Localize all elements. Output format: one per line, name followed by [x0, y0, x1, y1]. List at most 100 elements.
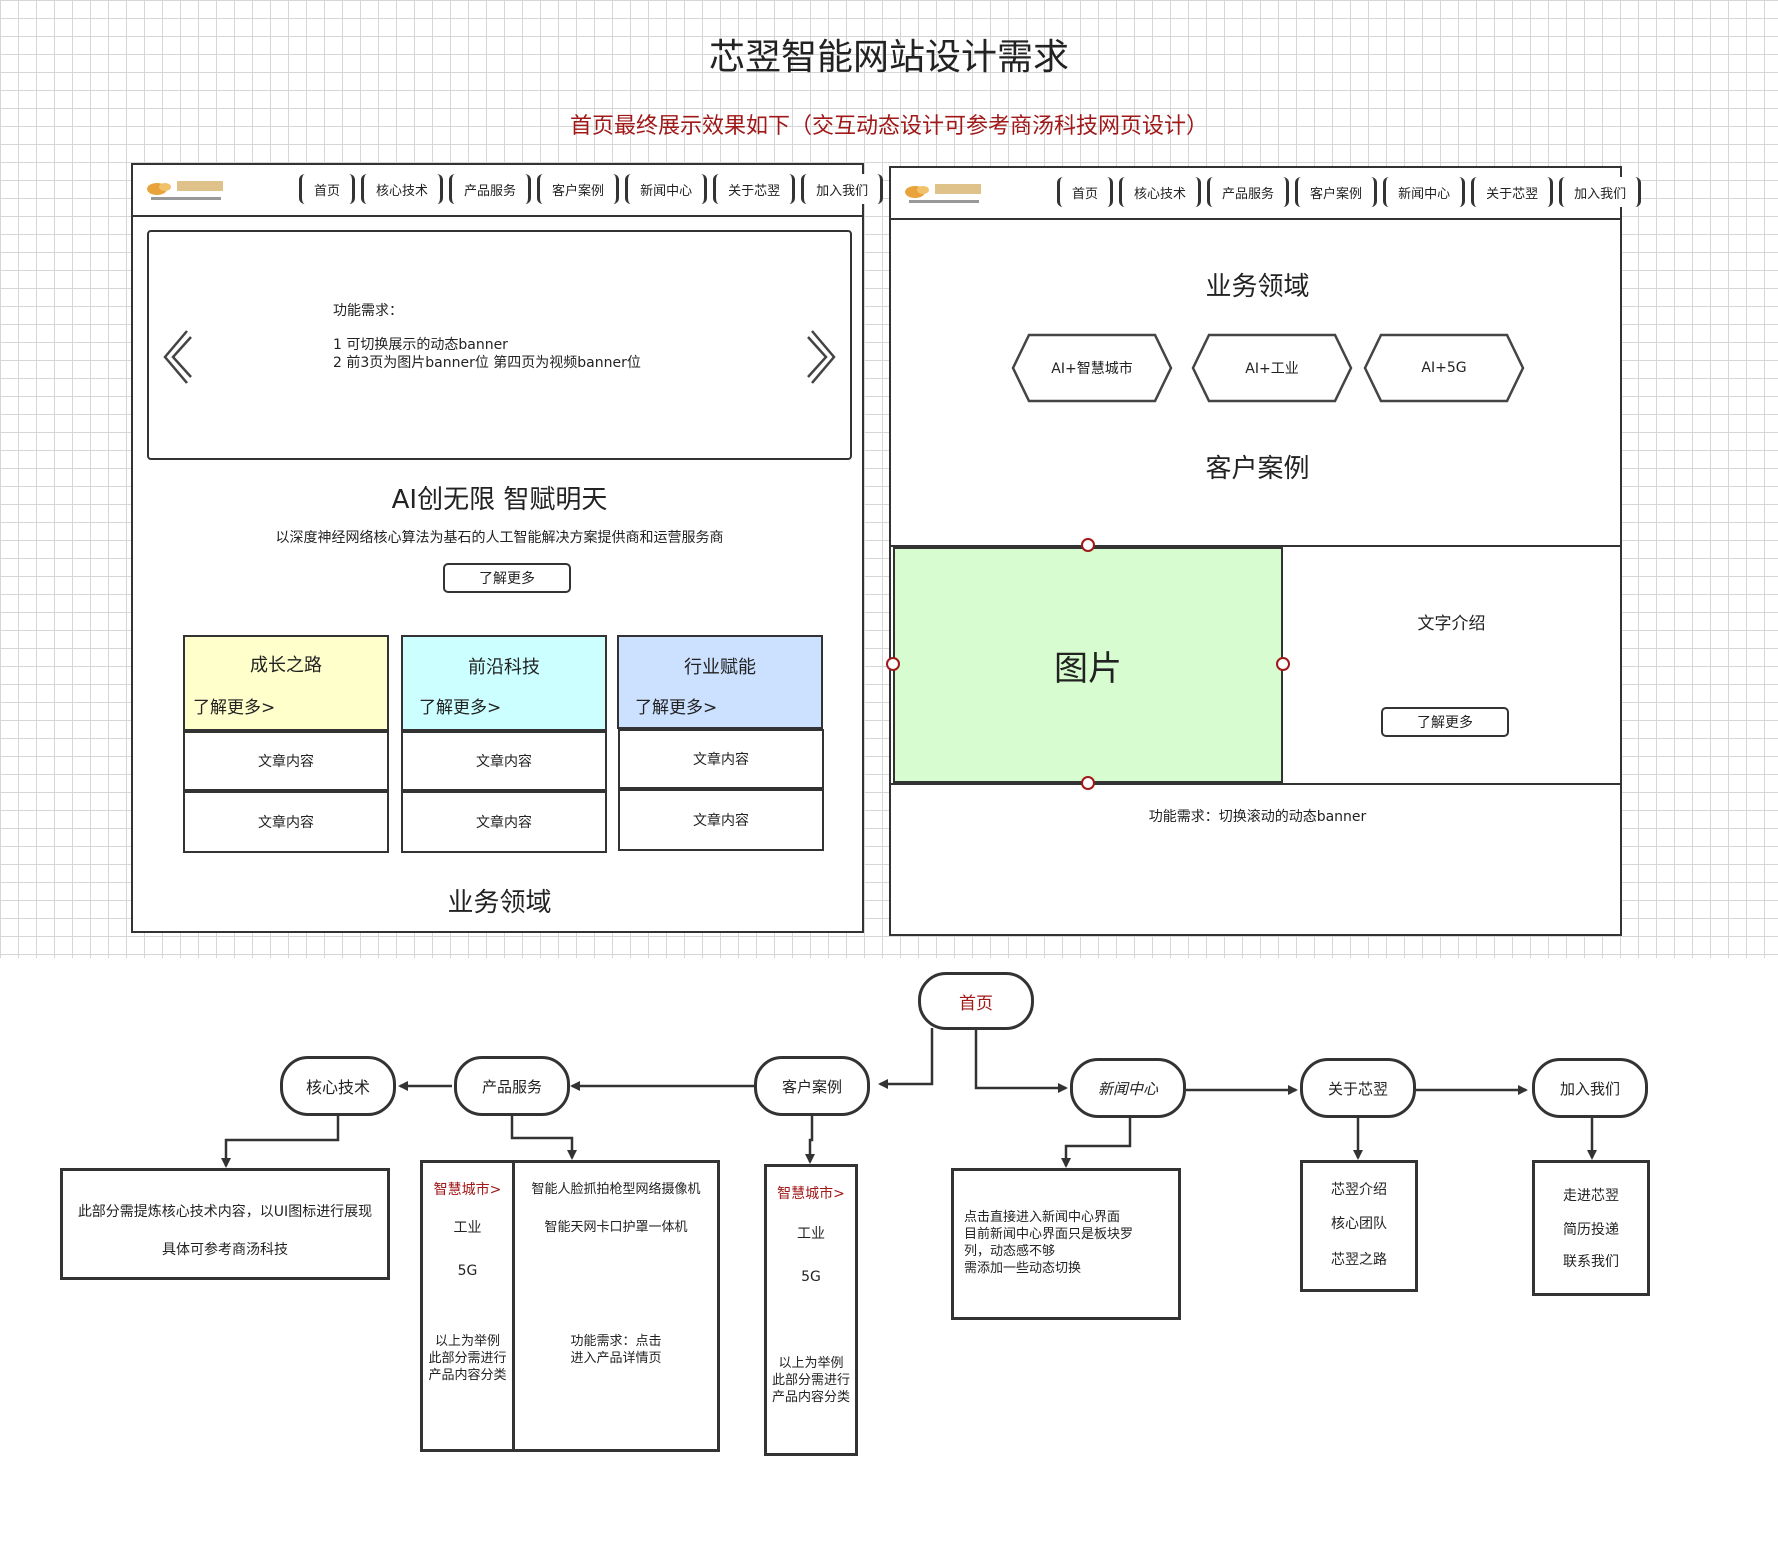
banner-requirement-title: 功能需求： — [333, 303, 403, 319]
right-nav-buttons: 首页 核心技术 产品服务 客户案例 新闻中心 关于芯翌 加入我们 — [1057, 177, 1642, 207]
nav-join[interactable]: 加入我们 — [801, 174, 884, 204]
news-box: 点击直接进入新闻中心界面 目前新闻中心界面只是板块罗 列，动态感不够 需添加一些… — [951, 1168, 1181, 1320]
nav-join[interactable]: 加入我们 — [1559, 177, 1642, 207]
prod-cat-smart-city[interactable]: 智慧城市> — [433, 1182, 502, 1198]
left-business-heading: 业务领域 — [447, 888, 552, 918]
banner-requirement-line2: 2 前3页为图片banner位 第四页为视频banner位 — [333, 355, 641, 371]
flow-node-products[interactable]: 产品服务 — [454, 1056, 570, 1116]
card-growth-article-1[interactable]: 文章内容 — [183, 731, 389, 791]
prod-cat-5g[interactable]: 5G — [457, 1263, 478, 1279]
left-mockup-panel: 首页 核心技术 产品服务 客户案例 新闻中心 关于芯翌 加入我们 功能需求： 1… — [131, 163, 884, 933]
card-industry-link[interactable]: 了解更多> — [635, 698, 718, 718]
card-frontier-article-1[interactable]: 文章内容 — [401, 731, 607, 791]
nav-news[interactable]: 新闻中心 — [625, 174, 708, 204]
case-cat-smart-city[interactable]: 智慧城市> — [777, 1186, 845, 1202]
nav-about[interactable]: 关于芯翌 — [1471, 177, 1554, 207]
nav-core-tech[interactable]: 核心技术 — [361, 174, 444, 204]
prod-item-camera[interactable]: 智能人脸抓拍枪型网络摄像机 — [531, 1182, 701, 1197]
core-tech-line2: 具体可参考商汤科技 — [162, 1242, 288, 1258]
hexagon-shape — [1363, 333, 1525, 403]
case-cat-5g[interactable]: 5G — [801, 1269, 821, 1285]
cases-box: 智慧城市> 工业 5G 以上为举例 此部分需进行 产品内容分类 — [764, 1164, 858, 1456]
case-image-placeholder: 图片 — [893, 547, 1283, 783]
case-banner-requirement: 功能需求：切换滚动的动态banner — [1148, 809, 1367, 825]
right-mockup-panel: 首页 核心技术 产品服务 客户案例 新闻中心 关于芯翌 加入我们 业务领域 AI… — [886, 166, 1642, 936]
right-business-heading: 业务领域 — [1205, 272, 1310, 302]
nav-cases[interactable]: 客户案例 — [1295, 177, 1378, 207]
case-more-button[interactable]: 了解更多 — [1381, 707, 1509, 737]
card-industry-article-1[interactable]: 文章内容 — [618, 729, 824, 789]
banner-requirement-line1: 1 可切换展示的动态banner — [333, 337, 508, 353]
next-arrow-icon[interactable] — [806, 327, 840, 387]
resize-handle-left — [886, 657, 900, 671]
nav-home[interactable]: 首页 — [1057, 177, 1114, 207]
resize-handle-top — [1081, 538, 1095, 552]
case-cat-note: 以上为举例 此部分需进行 产品内容分类 — [771, 1356, 850, 1405]
case-banner: 图片 文字介绍 了解更多 — [886, 538, 1620, 790]
nav-cases[interactable]: 客户案例 — [537, 174, 620, 204]
hero-banner: 功能需求： 1 可切换展示的动态banner 2 前3页为图片banner位 第… — [147, 230, 852, 460]
cases-heading: 客户案例 — [1205, 454, 1310, 484]
card-growth-link[interactable]: 了解更多> — [193, 698, 276, 718]
left-navbar: 首页 核心技术 产品服务 客户案例 新闻中心 关于芯翌 加入我们 — [133, 165, 884, 217]
nav-about[interactable]: 关于芯翌 — [713, 174, 796, 204]
prod-cat-note: 以上为举例 此部分需进行 产品内容分类 — [428, 1334, 507, 1383]
core-tech-box: 此部分需提炼核心技术内容，以UI图标进行展现 具体可参考商汤科技 — [60, 1168, 390, 1280]
resize-handle-bottom — [1081, 776, 1095, 790]
nav-news[interactable]: 新闻中心 — [1383, 177, 1466, 207]
about-box: 芯翌介绍 核心团队 芯翌之路 — [1300, 1160, 1418, 1292]
hex-industry-label: AI+工业 — [1245, 361, 1299, 377]
hex-smart-city-label: AI+智慧城市 — [1051, 361, 1133, 377]
products-box: 智慧城市> 工业 5G 以上为举例 此部分需进行 产品内容分类 智能人脸抓拍枪型… — [420, 1160, 720, 1452]
join-item-walk-in[interactable]: 走进芯翌 — [1563, 1188, 1619, 1204]
hexagon-shape — [1191, 333, 1353, 403]
prod-detail-note: 功能需求：点击 进入产品详情页 — [570, 1334, 662, 1366]
nav-home[interactable]: 首页 — [299, 174, 356, 204]
nav-products[interactable]: 产品服务 — [1207, 177, 1290, 207]
card-industry-article-2[interactable]: 文章内容 — [618, 789, 824, 851]
hex-5g-label: AI+5G — [1421, 360, 1467, 376]
card-frontier-link[interactable]: 了解更多> — [419, 698, 502, 718]
prev-arrow-icon[interactable] — [159, 327, 193, 387]
hex-5g[interactable]: AI+5G — [1363, 333, 1525, 403]
hexagon-shape — [1011, 333, 1173, 403]
join-item-contact[interactable]: 联系我们 — [1563, 1254, 1619, 1270]
case-image-label: 图片 — [1054, 648, 1122, 689]
hex-smart-city[interactable]: AI+智慧城市 — [1011, 333, 1173, 403]
card-frontier-header: 前沿科技 了解更多> — [401, 635, 607, 731]
nav-core-tech[interactable]: 核心技术 — [1119, 177, 1202, 207]
news-box-text: 点击直接进入新闻中心界面 目前新闻中心界面只是板块罗 列，动态感不够 需添加一些… — [964, 1210, 1134, 1276]
left-nav-buttons: 首页 核心技术 产品服务 客户案例 新闻中心 关于芯翌 加入我们 — [299, 174, 884, 204]
resize-handle-right — [1276, 657, 1290, 671]
right-navbar: 首页 核心技术 产品服务 客户案例 新闻中心 关于芯翌 加入我们 — [891, 168, 1642, 220]
flow-node-cases[interactable]: 客户案例 — [754, 1056, 870, 1116]
products-category-column: 智慧城市> 工业 5G 以上为举例 此部分需进行 产品内容分类 — [423, 1163, 515, 1449]
flow-node-home[interactable]: 首页 — [918, 972, 1034, 1030]
card-frontier-article-2[interactable]: 文章内容 — [401, 791, 607, 853]
flow-node-about[interactable]: 关于芯翌 — [1300, 1058, 1416, 1118]
hex-industry[interactable]: AI+工业 — [1191, 333, 1353, 403]
join-item-resume[interactable]: 简历投递 — [1563, 1222, 1619, 1238]
card-growth-article-2[interactable]: 文章内容 — [183, 791, 389, 853]
company-logo — [905, 184, 981, 203]
company-logo — [147, 181, 223, 200]
about-item-intro[interactable]: 芯翌介绍 — [1331, 1182, 1387, 1198]
page-subtitle: 首页最终展示效果如下（交互动态设计可参考商汤科技网页设计） — [569, 114, 1208, 139]
about-item-team[interactable]: 核心团队 — [1331, 1216, 1387, 1232]
flow-node-join[interactable]: 加入我们 — [1532, 1058, 1648, 1118]
core-tech-line1: 此部分需提炼核心技术内容，以UI图标进行展现 — [77, 1204, 373, 1220]
hero-more-button[interactable]: 了解更多 — [443, 563, 571, 593]
tagline: 以深度神经网络核心算法为基石的人工智能解决方案提供商和运营服务商 — [275, 530, 724, 546]
nav-products[interactable]: 产品服务 — [449, 174, 532, 204]
prod-cat-industry[interactable]: 工业 — [453, 1220, 482, 1236]
prod-item-gate[interactable]: 智能天网卡口护罩一体机 — [544, 1220, 688, 1235]
flow-node-core-tech[interactable]: 核心技术 — [280, 1056, 396, 1116]
about-item-path[interactable]: 芯翌之路 — [1331, 1252, 1387, 1268]
case-text-intro: 文字介绍 — [1417, 614, 1486, 634]
card-growth-title: 成长之路 — [250, 655, 322, 676]
case-cat-industry[interactable]: 工业 — [797, 1226, 825, 1242]
flow-node-news[interactable]: 新闻中心 — [1070, 1058, 1186, 1118]
card-frontier-title: 前沿科技 — [468, 657, 540, 678]
join-box: 走进芯翌 简历投递 联系我们 — [1532, 1160, 1650, 1296]
